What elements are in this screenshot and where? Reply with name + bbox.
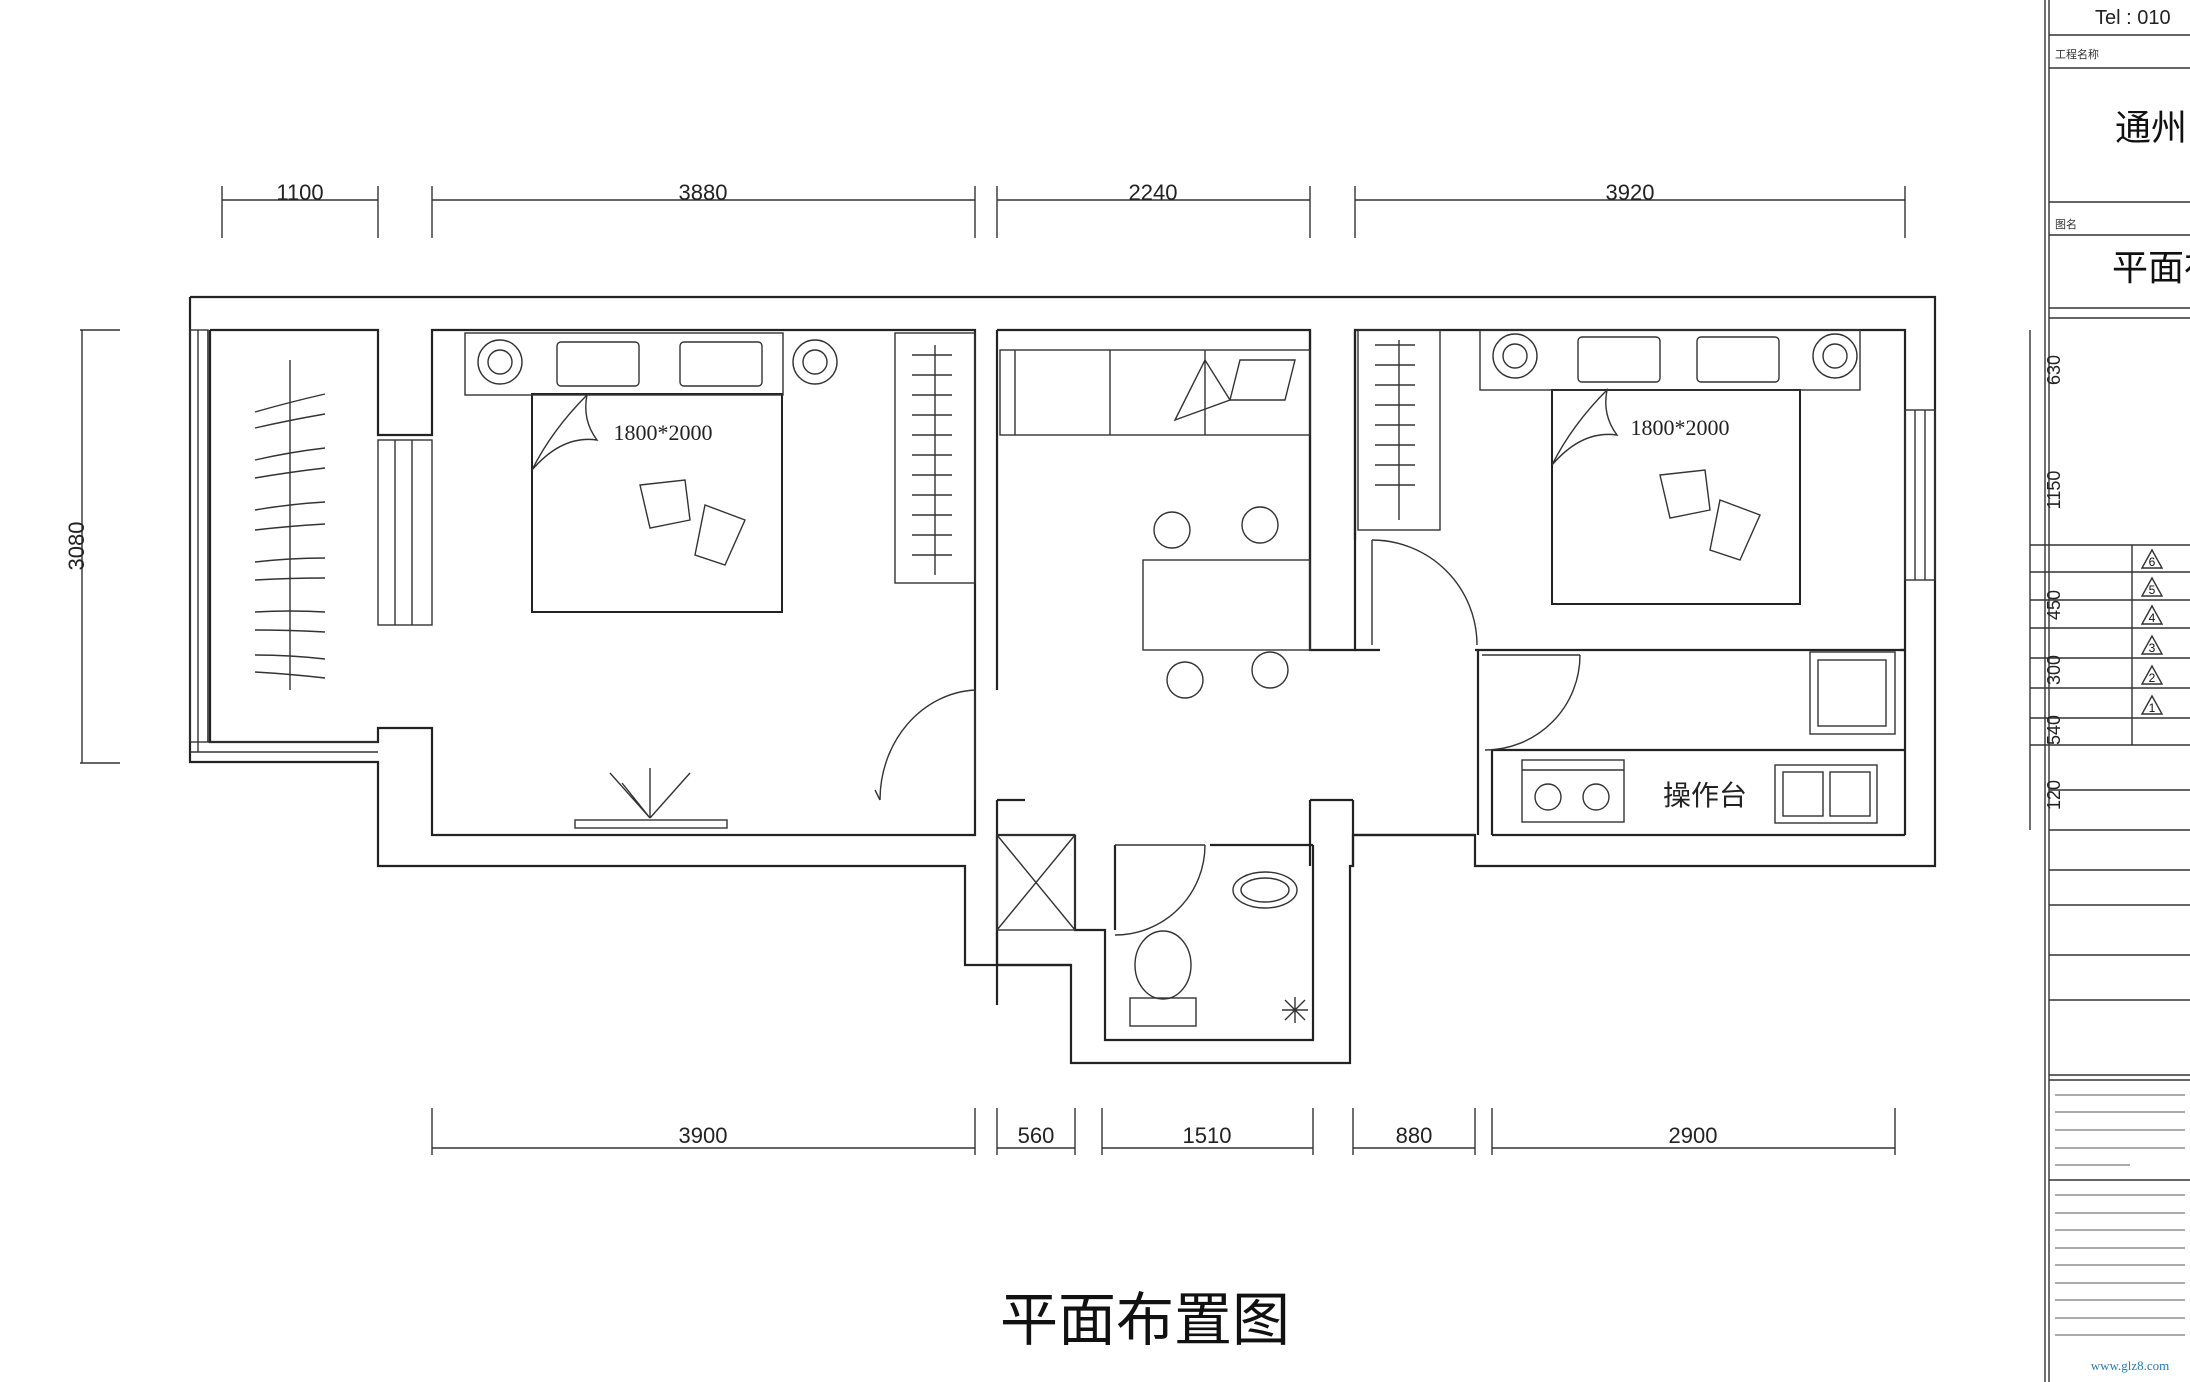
dining-table (1142, 506, 1311, 699)
washbasin (1232, 871, 1298, 909)
left-dimension (80, 329, 120, 764)
side-dim-2: 1150 (2044, 471, 2064, 510)
dim-top-3: 2240 (1129, 180, 1178, 205)
revision-1: 1 (2149, 701, 2156, 715)
dim-top-4: 3920 (1606, 180, 1655, 205)
floor-drain (1282, 997, 1308, 1023)
title-block-drawing-name: 平面布 (2112, 248, 2190, 288)
top-dimension-chain (221, 186, 1906, 238)
window-right (1904, 409, 1936, 581)
wardrobe-left (894, 332, 976, 584)
kitchen-door (1482, 654, 1581, 751)
side-dim-4: 300 (2044, 655, 2064, 685)
title-block-project-label: 工程名称 (2055, 47, 2099, 61)
revision-triangles (2140, 548, 2164, 715)
stove (1521, 759, 1625, 823)
balcony (189, 329, 378, 753)
wardrobe-right (1357, 329, 1441, 531)
title-block-project-name: 通州 (2115, 108, 2187, 148)
side-dim-6: 120 (2044, 780, 2064, 810)
bed-right (1479, 329, 1861, 605)
title-block-side-dims: 630 1150 450 300 540 120 (2044, 355, 2064, 810)
title-block-drawing-label: 图名 (2055, 217, 2077, 231)
bed-left-size: 1800*2000 (614, 420, 713, 445)
sofa (999, 349, 1311, 436)
dim-bottom-5: 2900 (1669, 1123, 1718, 1148)
window-left (377, 439, 433, 626)
sink (1774, 764, 1878, 824)
dim-bottom-3: 1510 (1183, 1123, 1232, 1148)
revision-4: 4 (2149, 611, 2156, 625)
fridge (1809, 651, 1896, 735)
title-block-tel: Tel : 010 (2095, 7, 2171, 29)
toilet (1129, 930, 1197, 1027)
revision-6: 6 (2149, 555, 2156, 569)
shaft-box (996, 834, 1076, 931)
dim-bottom-1: 3900 (679, 1123, 728, 1148)
drawing-title: 平面布置图 (1000, 1288, 1290, 1353)
walls (188, 295, 1937, 1065)
dim-top-2: 3880 (679, 180, 728, 205)
title-block-frame (2029, 0, 2190, 1382)
dim-left: 3080 (64, 522, 89, 571)
dim-bottom-4: 880 (1396, 1123, 1433, 1148)
side-dim-1: 630 (2044, 355, 2064, 385)
bed-right-size: 1800*2000 (1631, 415, 1730, 440)
dim-bottom-2: 560 (1018, 1123, 1055, 1148)
dim-top-1: 1100 (276, 180, 323, 205)
bathroom-door (1114, 844, 1206, 936)
side-dim-5: 540 (2044, 715, 2064, 745)
door-right (1371, 539, 1478, 646)
side-dim-3: 450 (2044, 590, 2064, 620)
bottom-dimension-chain (431, 1108, 1896, 1155)
revision-5: 5 (2149, 583, 2156, 597)
title-block-fine-print (2055, 1094, 2185, 1336)
bed-left (464, 332, 838, 613)
door-left (874, 689, 976, 801)
revision-2: 2 (2149, 671, 2156, 685)
watermark: www.glz8.com (2091, 1358, 2170, 1373)
clothes-rack (254, 393, 326, 679)
revision-3: 3 (2149, 641, 2156, 655)
kitchen-counter-label: 操作台 (1663, 780, 1747, 812)
tv-left (574, 768, 728, 829)
